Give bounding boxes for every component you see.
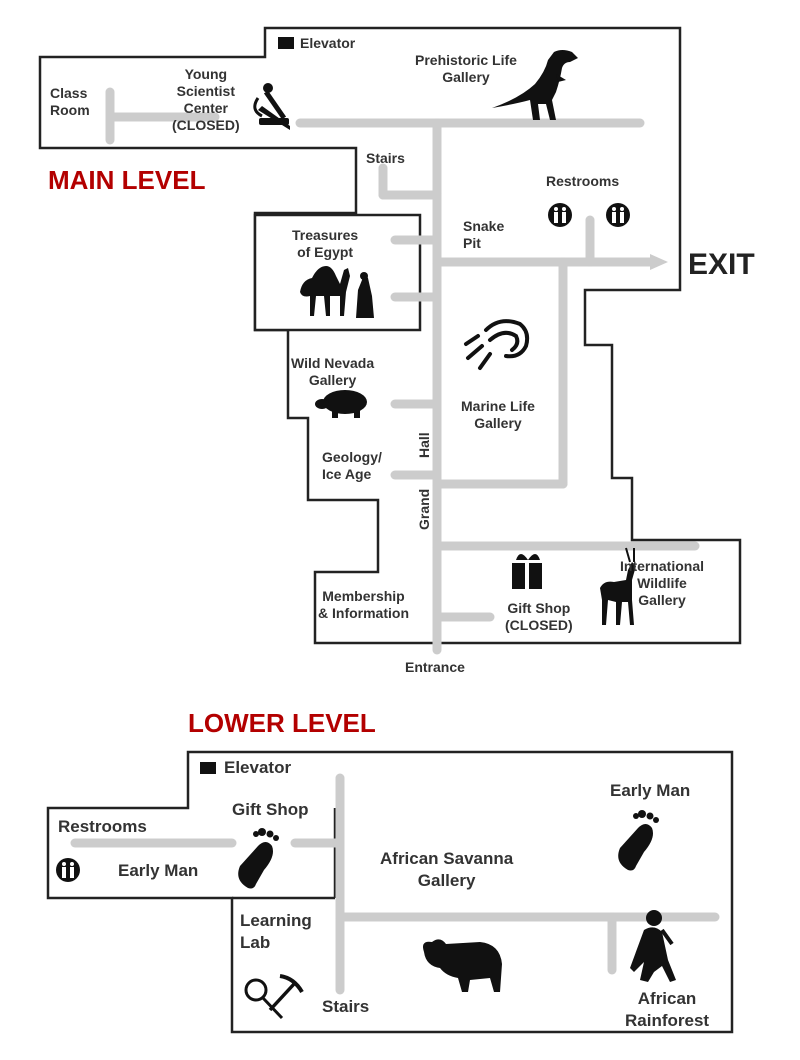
elevator-icon-lower	[200, 762, 216, 774]
elevator-label: Elevator	[300, 35, 356, 51]
entrance-label: Entrance	[405, 659, 465, 675]
hippo-icon	[423, 939, 502, 992]
marine-life-label: Marine Life Gallery	[461, 398, 535, 431]
exit-label: EXIT	[688, 248, 755, 281]
restroom-icon	[548, 203, 630, 227]
lower-level-title: LOWER LEVEL	[188, 708, 376, 738]
magnifier-pickaxe-icon	[244, 974, 304, 1020]
wild-nevada-label: Wild Nevada Gallery	[291, 355, 375, 388]
main-corridors	[105, 87, 700, 655]
footprint-icon-right	[618, 810, 659, 871]
african-rainforest-label: African Rainforest	[625, 989, 710, 1030]
gift-icon	[512, 554, 542, 589]
exit-arrowhead	[650, 254, 668, 270]
main-level-outline	[38, 26, 742, 645]
grand-label: Grand	[416, 488, 432, 530]
restrooms-label-lower: Restrooms	[58, 817, 147, 836]
treasures-egypt-label: Treasures of Egypt	[292, 227, 359, 260]
elevator-icon	[278, 37, 294, 49]
gift-shop-label: Gift Shop (CLOSED)	[505, 600, 573, 633]
microscope-icon	[253, 83, 290, 130]
turtle-icon	[315, 390, 367, 418]
hall-label: Hall	[416, 432, 432, 458]
stairs-label: Stairs	[366, 150, 405, 166]
early-man-label-left: Early Man	[118, 861, 199, 880]
gift-shop-label-lower: Gift Shop	[232, 800, 309, 819]
dinosaur-icon	[492, 50, 578, 120]
restrooms-label: Restrooms	[546, 173, 620, 189]
young-scientist-label: Young Scientist Center (CLOSED)	[172, 66, 240, 133]
early-man-label-right: Early Man	[610, 781, 691, 800]
class-room-label: Class Room	[50, 85, 90, 118]
gazelle-icon	[600, 547, 636, 625]
restroom-icon-lower	[56, 858, 80, 882]
shell-icon	[464, 319, 530, 370]
elevator-label-lower: Elevator	[224, 758, 292, 777]
learning-lab-label: Learning Lab	[240, 911, 312, 952]
african-savanna-label: African Savanna Gallery	[380, 849, 514, 890]
stairs-label-lower: Stairs	[322, 997, 370, 1016]
treasures-egypt-room	[253, 213, 422, 332]
membership-label: Membership & Information	[318, 588, 409, 621]
camel-icon	[300, 266, 374, 318]
prehistoric-life-label: Prehistoric Life Gallery	[415, 52, 517, 85]
international-wildlife-label: International Wildlife Gallery	[620, 558, 705, 608]
geology-label: Geology/ Ice Age	[322, 449, 382, 482]
footprint-icon	[238, 828, 279, 889]
main-level-title: MAIN LEVEL	[48, 165, 206, 195]
snake-pit-label: Snake Pit	[463, 218, 505, 251]
chimp-icon	[630, 910, 676, 982]
